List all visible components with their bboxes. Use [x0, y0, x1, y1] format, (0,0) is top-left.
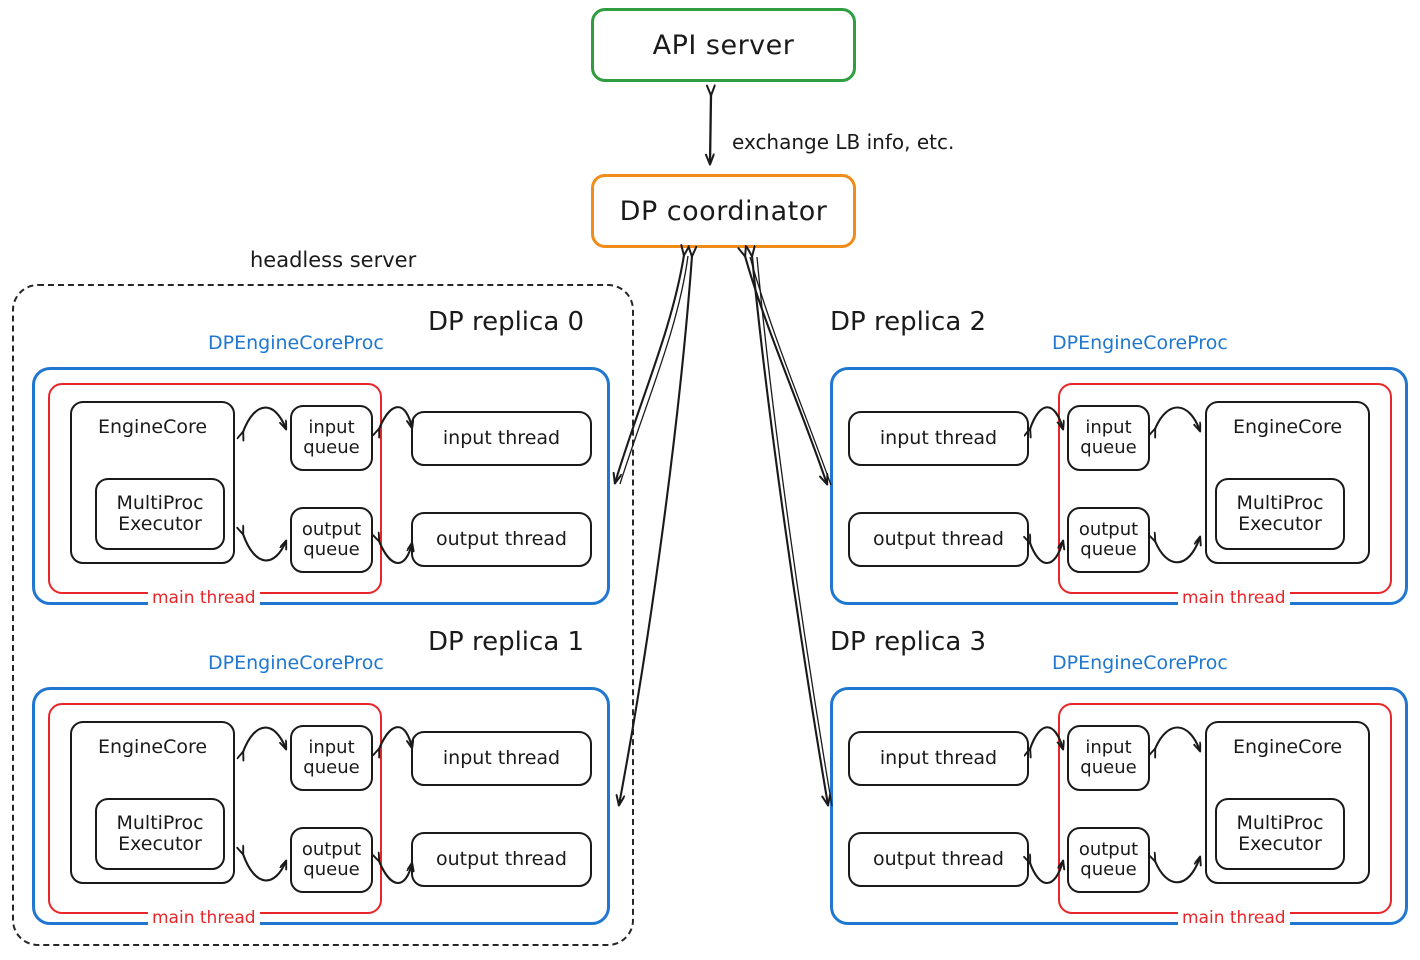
output-queue-line2: queue: [1080, 859, 1137, 880]
input-queue-line1: input: [1085, 416, 1132, 438]
dp-replica-0-title: DP replica 0: [428, 307, 585, 337]
engine-core-label: EngineCore: [97, 416, 208, 438]
multiproc-executor-line1: MultiProc: [116, 491, 204, 514]
output-queue-line2: queue: [303, 859, 360, 880]
input-queue-line1: input: [308, 736, 355, 758]
multiproc-executor-line1: MultiProc: [1236, 491, 1324, 514]
dp-replica-3-main-thread-label: main thread: [1178, 908, 1290, 928]
arrow-coordinator-replica-3: [752, 256, 833, 806]
multiproc-executor-line1: MultiProc: [116, 811, 204, 834]
input-queue-line2: queue: [1080, 757, 1137, 778]
dp-replica-0-proc-box: [32, 367, 610, 605]
dp-replica-3-output-queue[interactable]: output queue: [1067, 827, 1150, 893]
dp-replica-3-input-queue[interactable]: input queue: [1067, 725, 1150, 791]
output-thread-label: output thread: [436, 527, 567, 550]
engine-core-label: EngineCore: [1232, 416, 1343, 438]
output-queue-line1: output: [301, 518, 362, 540]
input-thread-label: input thread: [879, 426, 998, 449]
input-thread-label: input thread: [442, 426, 561, 449]
multiproc-executor-line2: Executor: [1238, 513, 1322, 535]
dp-replica-0-input-queue[interactable]: input queue: [290, 405, 373, 471]
dp-replica-2-proc-label: DPEngineCoreProc: [1052, 332, 1228, 354]
dp-replica-3-proc-label: DPEngineCoreProc: [1052, 652, 1228, 674]
output-queue-line2: queue: [1080, 539, 1137, 560]
dp-replica-2-output-thread[interactable]: output thread: [848, 512, 1029, 567]
dp-replica-1-input-thread[interactable]: input thread: [411, 731, 592, 786]
dp-replica-0-main-thread-label: main thread: [148, 588, 260, 608]
dp-replica-2-input-queue[interactable]: input queue: [1067, 405, 1150, 471]
engine-core-label: EngineCore: [1232, 736, 1343, 758]
multiproc-executor-line2: Executor: [118, 833, 202, 855]
output-queue-line1: output: [1078, 838, 1139, 860]
dp-replica-0-output-queue[interactable]: output queue: [290, 507, 373, 573]
dp-replica-2-output-queue[interactable]: output queue: [1067, 507, 1150, 573]
dp-replica-1-proc-label: DPEngineCoreProc: [208, 652, 384, 674]
api-server-label: API server: [652, 29, 795, 61]
dp-replica-1-proc-box: [32, 687, 610, 925]
arrow-api-coordinator: [710, 95, 711, 164]
dp-replica-2-multiproc-executor[interactable]: MultiProc Executor: [1215, 478, 1345, 550]
output-thread-label: output thread: [873, 527, 1004, 550]
dp-replica-1-main-thread-label: main thread: [148, 908, 260, 928]
arrow-coordinator-replica-2: [745, 256, 832, 485]
dp-replica-0-multiproc-executor[interactable]: MultiProc Executor: [95, 478, 225, 550]
dp-replica-1-engine-core[interactable]: EngineCore: [70, 721, 235, 884]
dp-replica-0-engine-core[interactable]: EngineCore: [70, 401, 235, 564]
output-queue-line1: output: [301, 838, 362, 860]
engine-core-label: EngineCore: [97, 736, 208, 758]
dp-replica-3-output-thread[interactable]: output thread: [848, 832, 1029, 887]
output-thread-label: output thread: [873, 847, 1004, 870]
dp-replica-1-output-queue[interactable]: output queue: [290, 827, 373, 893]
dp-replica-3-engine-core[interactable]: EngineCore: [1205, 721, 1370, 884]
multiproc-executor-line2: Executor: [1238, 833, 1322, 855]
output-queue-line1: output: [1078, 518, 1139, 540]
input-thread-label: input thread: [442, 746, 561, 769]
dp-replica-1-title: DP replica 1: [428, 627, 585, 657]
api-server-node[interactable]: API server: [591, 8, 856, 82]
dp-replica-0-output-thread[interactable]: output thread: [411, 512, 592, 567]
dp-replica-2-title: DP replica 2: [830, 307, 987, 337]
dp-replica-1-multiproc-executor[interactable]: MultiProc Executor: [95, 798, 225, 870]
dp-replica-3-title: DP replica 3: [830, 627, 987, 657]
input-queue-line2: queue: [1080, 437, 1137, 458]
exchange-lb-info-label: exchange LB info, etc.: [732, 130, 955, 154]
output-thread-label: output thread: [436, 847, 567, 870]
dp-coordinator-node[interactable]: DP coordinator: [591, 174, 856, 248]
dp-replica-1-input-queue[interactable]: input queue: [290, 725, 373, 791]
input-queue-line2: queue: [303, 437, 360, 458]
dp-replica-3-input-thread[interactable]: input thread: [848, 731, 1029, 786]
dp-replica-2-engine-core[interactable]: EngineCore: [1205, 401, 1370, 564]
dp-replica-3-multiproc-executor[interactable]: MultiProc Executor: [1215, 798, 1345, 870]
multiproc-executor-line2: Executor: [118, 513, 202, 535]
dp-replica-1-output-thread[interactable]: output thread: [411, 832, 592, 887]
output-queue-line2: queue: [303, 539, 360, 560]
dp-replica-2-main-thread-label: main thread: [1178, 588, 1290, 608]
input-queue-line2: queue: [303, 757, 360, 778]
input-queue-line1: input: [308, 416, 355, 438]
dp-replica-0-proc-label: DPEngineCoreProc: [208, 332, 384, 354]
input-queue-line1: input: [1085, 736, 1132, 758]
headless-server-label: headless server: [250, 248, 417, 272]
multiproc-executor-line1: MultiProc: [1236, 811, 1324, 834]
dp-replica-0-input-thread[interactable]: input thread: [411, 411, 592, 466]
input-thread-label: input thread: [879, 746, 998, 769]
dp-coordinator-label: DP coordinator: [619, 195, 828, 227]
dp-replica-2-input-thread[interactable]: input thread: [848, 411, 1029, 466]
